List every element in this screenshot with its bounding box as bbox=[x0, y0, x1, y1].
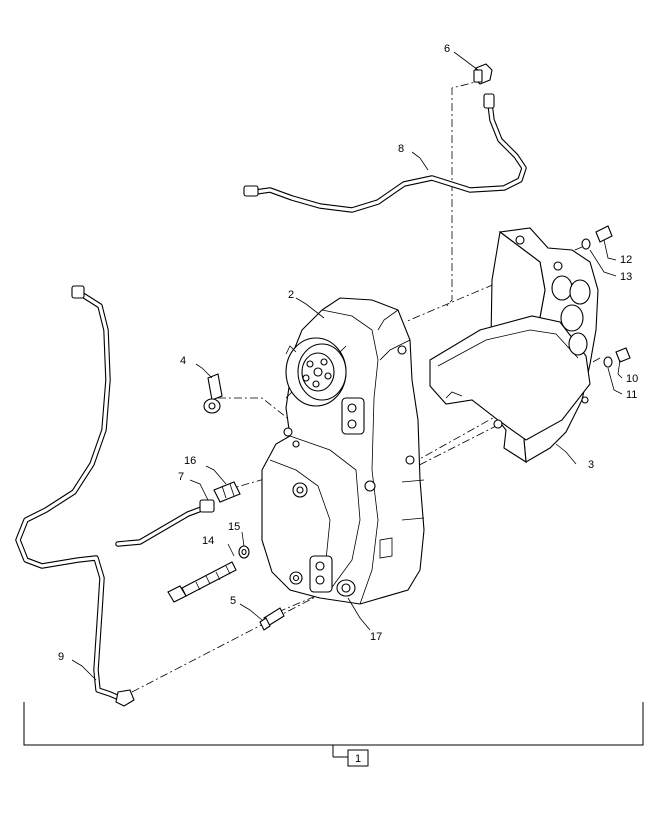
washer-left bbox=[238, 545, 250, 559]
sensor-fitting bbox=[259, 607, 285, 631]
hose-long-left bbox=[15, 285, 135, 707]
callout-17[interactable]: 17 bbox=[370, 631, 382, 643]
callout-13[interactable]: 13 bbox=[620, 271, 632, 283]
callout-10[interactable]: 10 bbox=[626, 373, 638, 385]
banjo-fitting bbox=[203, 373, 223, 414]
callout-1[interactable]: 1 bbox=[355, 753, 361, 765]
hose-short bbox=[115, 499, 215, 547]
callout-9[interactable]: 9 bbox=[58, 651, 64, 663]
bolt-upper-right bbox=[581, 225, 613, 250]
elbow-fitting bbox=[473, 63, 493, 85]
callout-11[interactable]: 11 bbox=[626, 389, 637, 401]
main-housing bbox=[261, 297, 425, 605]
leader-lines bbox=[71, 51, 623, 681]
callout-14[interactable]: 14 bbox=[202, 535, 214, 547]
callout-12[interactable]: 12 bbox=[620, 254, 632, 266]
callout-7[interactable]: 7 bbox=[178, 471, 184, 483]
assembly-bracket bbox=[23, 702, 644, 767]
callout-6[interactable]: 6 bbox=[444, 43, 450, 55]
callout-2[interactable]: 2 bbox=[288, 289, 294, 301]
callout-4[interactable]: 4 bbox=[180, 355, 186, 367]
assembly-callout-box bbox=[347, 749, 369, 767]
callout-3[interactable]: 3 bbox=[588, 459, 594, 471]
callout-16[interactable]: 16 bbox=[184, 455, 196, 467]
bolt-lower-right bbox=[603, 347, 631, 368]
bolt bbox=[167, 561, 237, 603]
callout-numbers: 1 2 3 4 5 6 7 8 9 10 11 12 13 14 15 16 1… bbox=[58, 43, 638, 765]
callout-15[interactable]: 15 bbox=[228, 521, 240, 533]
bracket-shield bbox=[429, 227, 599, 464]
hose-upper bbox=[243, 93, 527, 213]
adapter-fitting bbox=[213, 481, 241, 503]
callout-8[interactable]: 8 bbox=[398, 143, 404, 155]
callout-5[interactable]: 5 bbox=[230, 595, 236, 607]
